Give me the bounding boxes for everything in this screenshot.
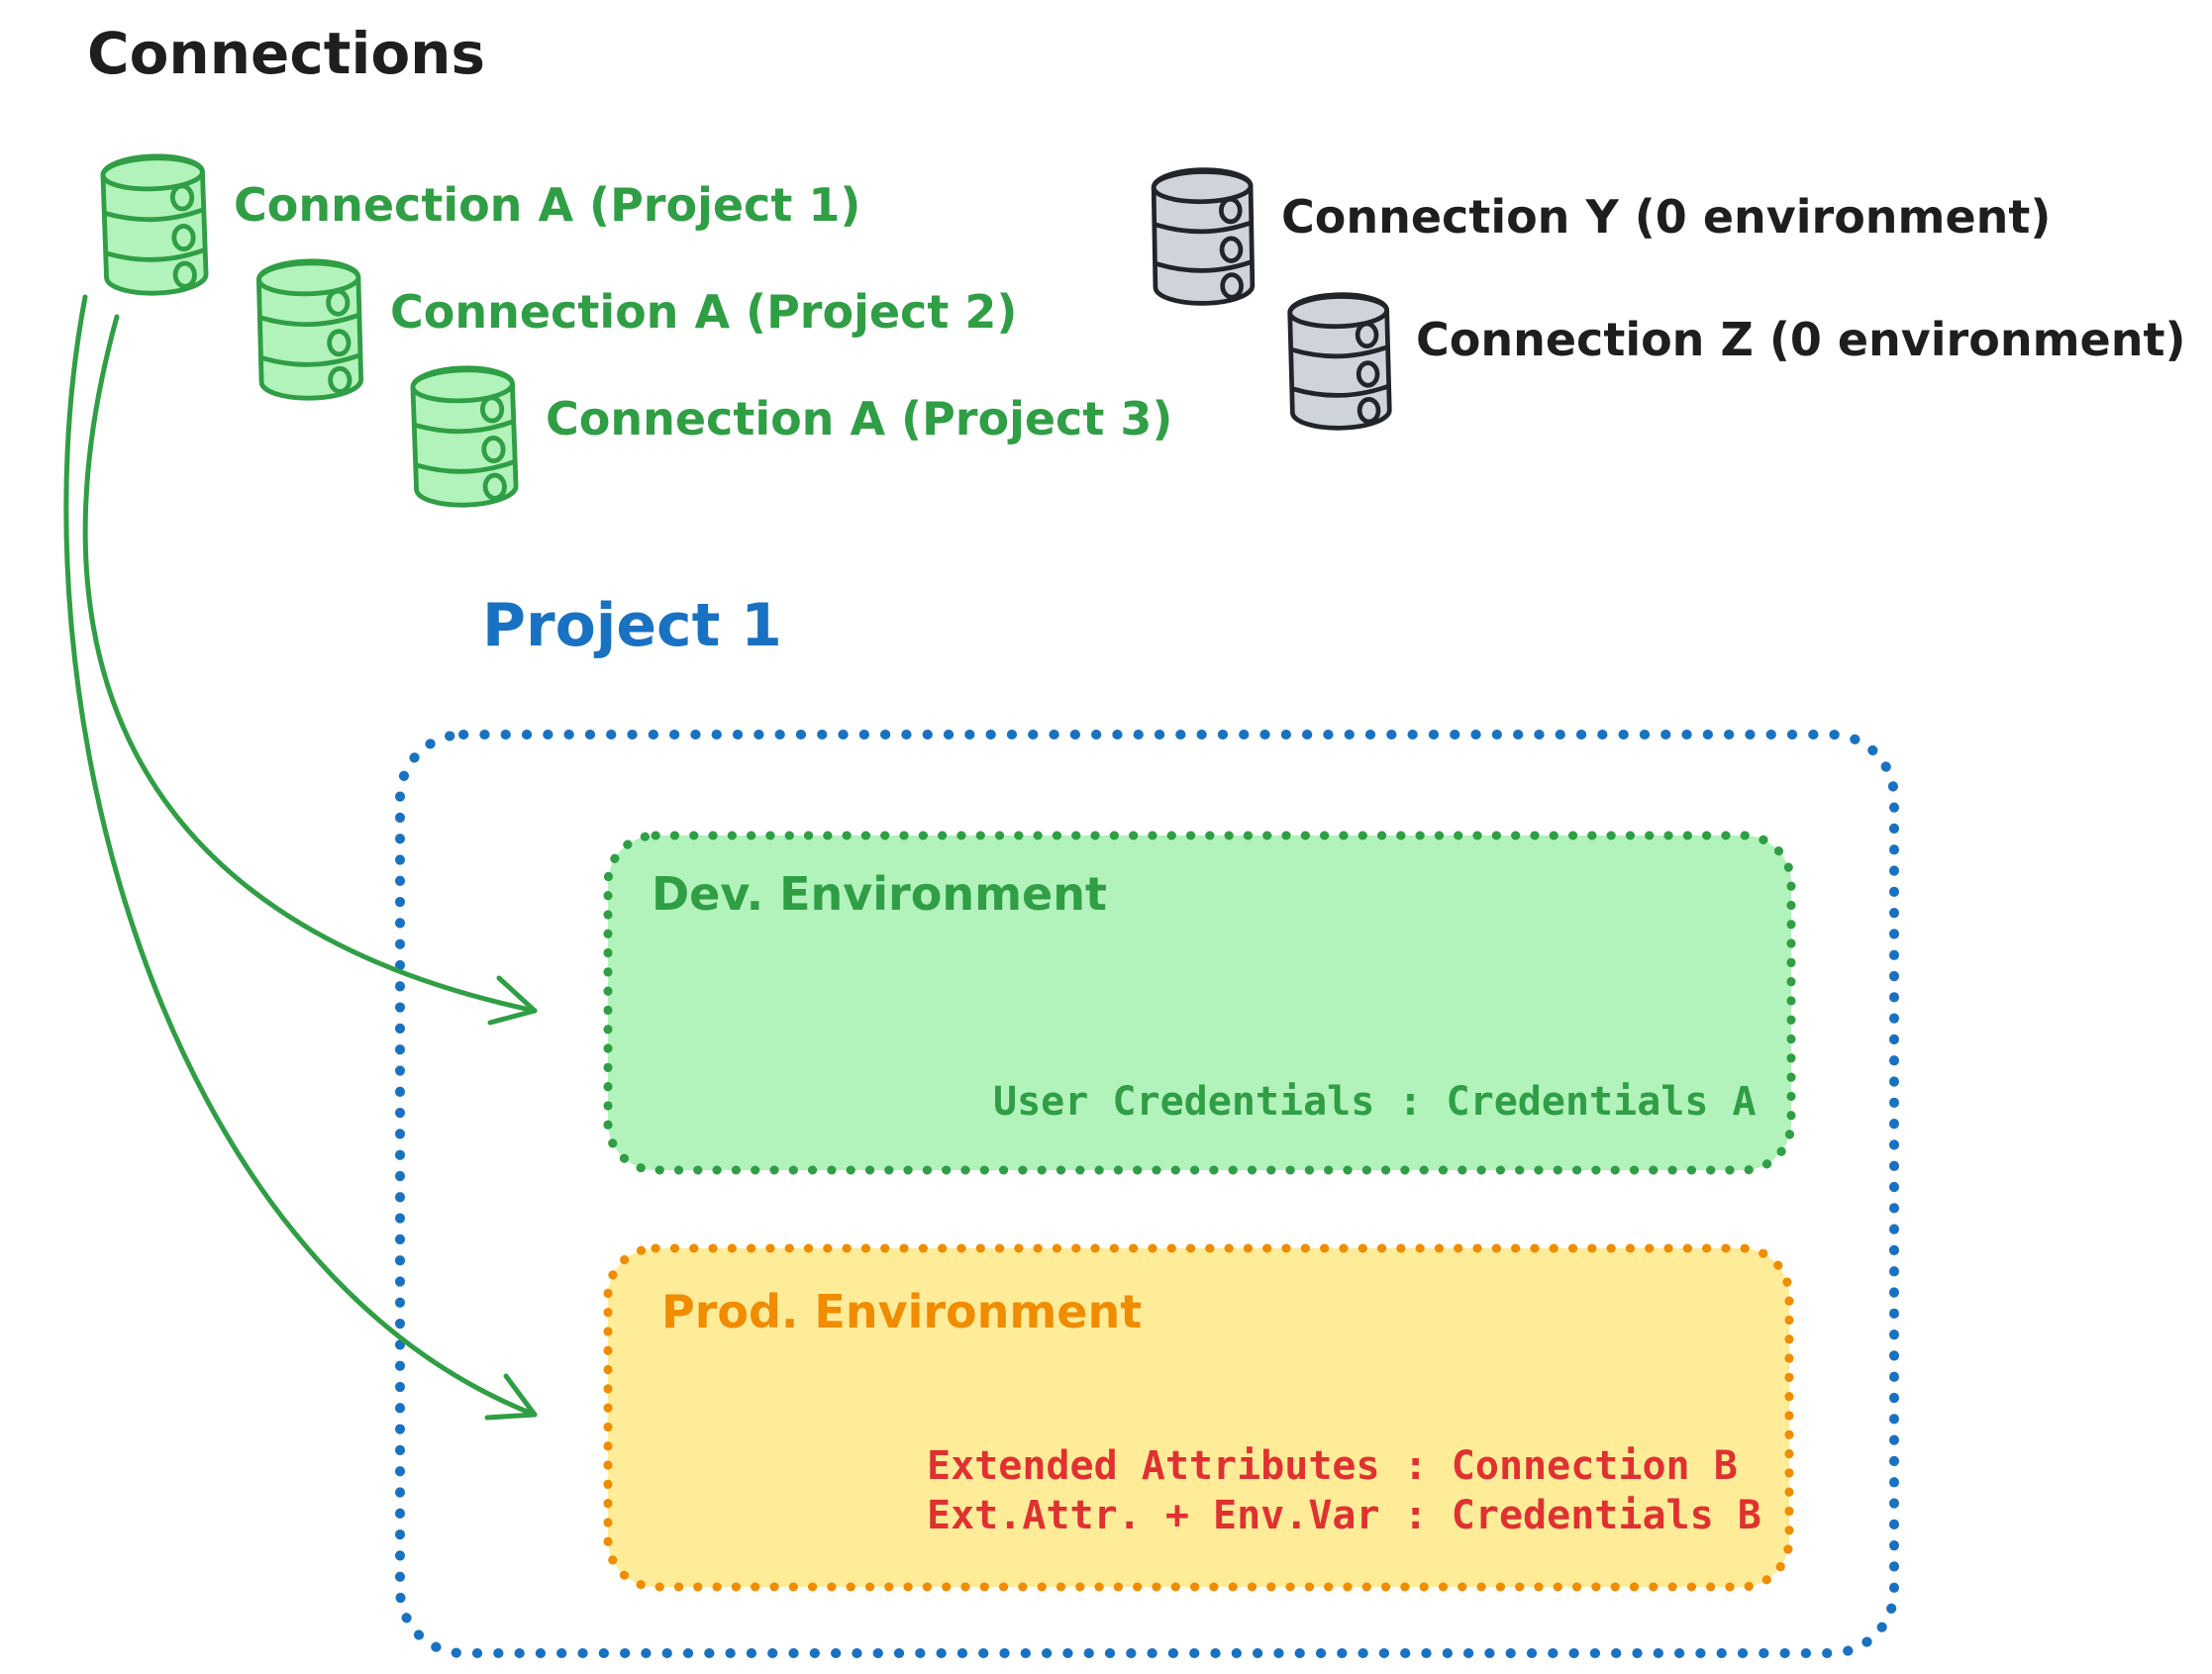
database-icon-connection-y [1151,167,1256,306]
arrow-connection-to-prod [63,294,538,1421]
connection-a-project-2-label: Connection A (Project 2) [390,285,1018,339]
database-icon-connection-a-project-1 [100,153,209,296]
dev-environment-credentials-text: User Credentials : Credentials A [993,1079,1757,1125]
connection-z-label: Connection Z (0 environment) [1416,313,2186,366]
prod-environment-title: Prod. Environment [661,1285,1143,1338]
prod-environment-box [603,1243,1794,1592]
connection-y-label: Connection Y (0 environment) [1281,190,2052,244]
connection-a-project-1-label: Connection A (Project 1) [234,178,861,232]
prod-environment-credentials-text: Extended Attributes : Connection B Ext.A… [927,1441,1761,1540]
prod-ext-attr-env-var-line: Ext.Attr. + Env.Var : Credentials B [927,1493,1761,1538]
arrow-connection-to-dev [82,314,538,1026]
dev-environment-title: Dev. Environment [652,867,1107,921]
project-1-title: Project 1 [482,591,782,660]
database-icon-connection-a-project-2 [255,258,364,401]
connection-a-project-3-label: Connection A (Project 3) [546,392,1173,445]
database-icon-connection-z [1287,292,1392,431]
database-icon-connection-a-project-3 [410,365,519,508]
prod-extended-attributes-line: Extended Attributes : Connection B [927,1443,1738,1489]
connections-title: Connections [87,20,485,87]
dev-environment-box [603,831,1796,1175]
